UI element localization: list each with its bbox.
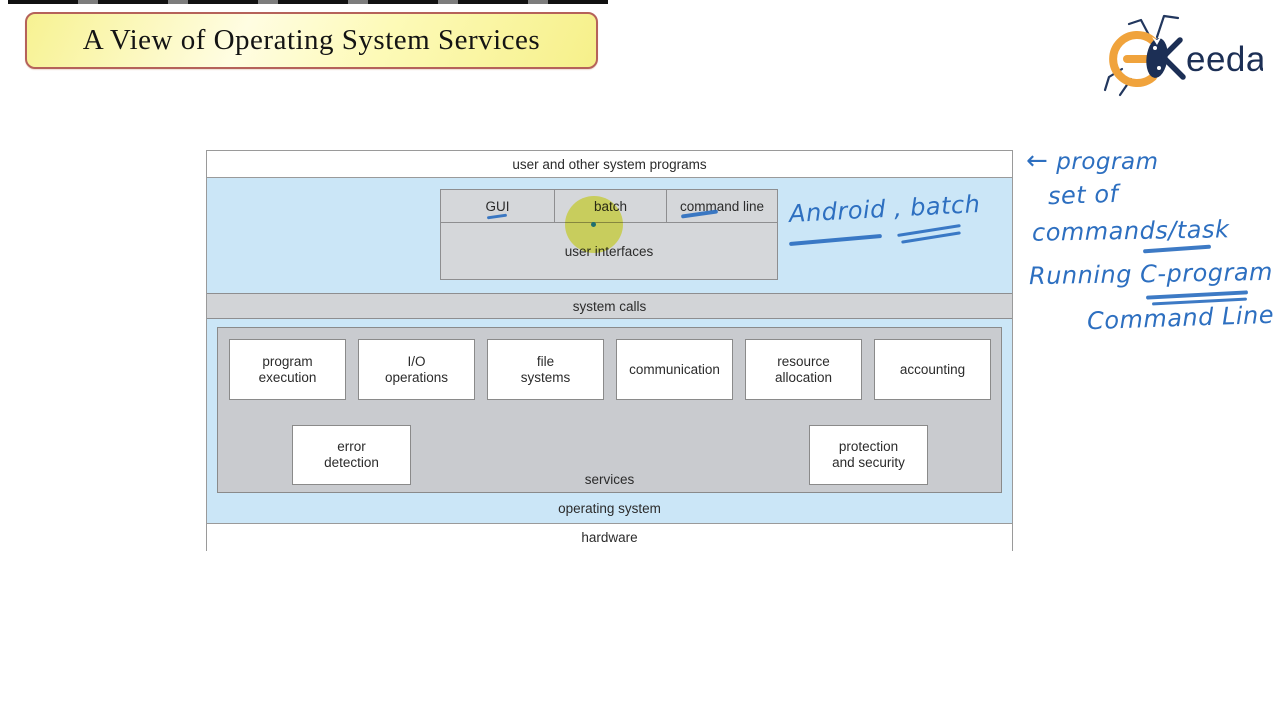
logo-e-icon bbox=[1109, 31, 1157, 87]
note-command-line: Command Line bbox=[1086, 300, 1275, 336]
service-box-protection-security: protection and security bbox=[809, 425, 928, 485]
arrow-left-icon: ← bbox=[1026, 146, 1049, 176]
note-arrow-program: ← program bbox=[1026, 146, 1158, 176]
system-calls-bar: system calls bbox=[207, 293, 1012, 319]
service-box-error-detection: error detection bbox=[292, 425, 411, 485]
pen-underline-task bbox=[1142, 244, 1212, 254]
hardware-bar: hardware bbox=[207, 523, 1012, 551]
ui-cell-gui: GUI bbox=[441, 190, 555, 222]
services-area: program execution I/O operations file sy… bbox=[217, 327, 1002, 493]
page-title: A View of Operating System Services bbox=[82, 24, 541, 56]
service-box-communication: communication bbox=[616, 339, 733, 400]
service-box-resource-allocation: resource allocation bbox=[745, 339, 862, 400]
service-box-io-operations: I/O operations bbox=[358, 339, 475, 400]
logo-k-arms-icon bbox=[1161, 37, 1186, 80]
service-box-accounting: accounting bbox=[874, 339, 991, 400]
pointer-dot bbox=[591, 222, 596, 227]
note-running-c-program: Running C-program bbox=[1028, 257, 1274, 291]
note-program: program bbox=[1056, 149, 1159, 175]
note-set-of: set of bbox=[1047, 179, 1119, 211]
bug-body-icon bbox=[1146, 36, 1168, 78]
services-label: services bbox=[584, 472, 635, 487]
operating-system-band: operating system bbox=[558, 500, 661, 516]
video-artifact-strip bbox=[8, 0, 608, 4]
service-box-file-systems: file systems bbox=[487, 339, 604, 400]
note-commands-task: commands/task bbox=[1031, 215, 1230, 247]
user-programs-bar: user and other system programs bbox=[207, 151, 1012, 178]
logo-text: eeda bbox=[1186, 40, 1263, 79]
service-box-program-execution: program execution bbox=[229, 339, 346, 400]
ui-cell-command-line: command line bbox=[679, 198, 765, 214]
slide-title-box: A View of Operating System Services bbox=[25, 12, 598, 69]
ekeeda-logo-icon: eeda bbox=[1103, 14, 1263, 97]
